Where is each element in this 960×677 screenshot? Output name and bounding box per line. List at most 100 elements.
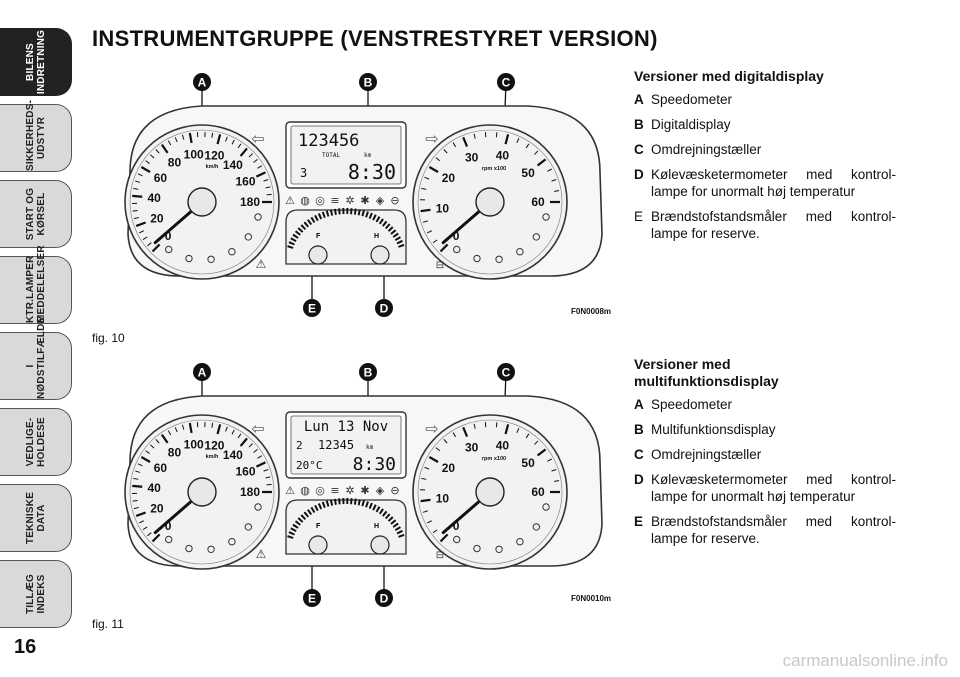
dial-tick [265,476,271,479]
door-icon: ⊟ [436,550,444,561]
watermark: carmanualsonline.info [782,651,948,670]
warning-lamp-icon: ✱ [360,484,369,497]
outside-temp-value: 20°C [296,459,323,472]
fuel-gauge-label: F [316,523,321,530]
warning-lamp-icon: ◎ [315,484,325,497]
date-value: Lun 13 Nov [304,419,388,435]
dial-ring [129,129,275,275]
warning-lamp-icon: ✱ [360,194,369,207]
dial-tick [422,510,428,513]
dial-tick [534,150,539,155]
dial-tick [248,153,253,158]
dial-label: 40 [148,191,162,205]
door-icon: ⊟ [436,260,444,271]
hazard-icon: ⚠ [256,257,267,271]
dial-tick [211,132,214,138]
callout-e [303,299,321,317]
dial-tick [534,440,539,445]
dial-label: 120 [204,439,224,453]
warning-lamp-icon [165,535,173,544]
warning-lamp-icon [228,538,236,546]
turn-right-icon: ⇨ [425,419,438,438]
section-heading: Versioner med digitaldisplay [634,68,824,84]
warning-lamp-icon [453,535,461,544]
warning-lamp-icon: ✲ [345,194,354,207]
warning-lamp-icon: ◈ [376,484,385,497]
dial-tick [266,193,272,196]
dial-tick [516,138,520,144]
tab-start-og-korsel[interactable]: START OG KØRSEL [0,180,72,248]
dial-tick [237,433,242,439]
dial-tick [132,484,143,488]
callout-b-label: B [364,76,373,90]
dial-tick [439,533,449,543]
dial-tick [133,477,139,480]
dial-tick [174,137,178,143]
warning-lamp-icon [228,248,236,256]
tab-ktr-lamper[interactable]: KTR.LAMPER MEDDELELSER [0,245,72,324]
turn-left-icon: ⇦ [251,129,264,148]
dial-label: 50 [521,166,535,180]
dial-tick [188,422,193,434]
dial-tick [140,166,151,173]
tab-sikkerhedsudstyr[interactable]: SIKKERHEDS- UDSTYR [0,100,72,172]
dial-tick [504,134,510,145]
tab-tekniske-data[interactable]: TEKNISKE DATA [0,484,72,552]
callout-e-label: E [308,302,316,316]
warning-lamp-icon: ≡ [330,484,339,497]
dial-label: 20 [442,171,456,185]
dial-tick [133,216,139,220]
dial-tick [443,149,448,154]
dial-tick [135,180,141,183]
dial-tick [132,499,138,502]
dial-tick [462,426,469,437]
dial-tick [424,466,430,470]
callout-b [359,73,377,91]
tab-tillaeg-indeks[interactable]: TILLÆG INDEKS [0,560,72,628]
dial-tick [428,166,439,173]
callout-d-label: D [380,302,389,316]
dial-tick [473,423,476,429]
page-title: INSTRUMENTGRUPPE (VENSTRESTYRET VERSION) [92,26,658,51]
dial-tick [428,456,439,463]
dial-tick [443,439,448,444]
dial-tick [135,511,146,517]
dial-label: 40 [496,439,510,453]
dial-tick [140,456,151,463]
dial-tick [255,171,266,178]
dial-tick [239,147,248,157]
warning-lamp-icon [244,233,253,241]
dial-tick [525,143,530,149]
dial-tick [142,236,148,241]
dial-tick [426,230,432,234]
tab-bilens-indretning[interactable]: BILENS INDRETNING [0,28,72,96]
warning-lamp-icon [453,245,461,254]
figure-caption: fig. 10 [92,331,125,345]
warning-lamp-icon [516,248,524,256]
dial-tick [239,437,248,447]
dial-ring [129,419,275,565]
dial-tick [231,429,235,435]
dial-tick [424,176,430,180]
dial-tick [263,469,269,472]
hazard-icon: ⚠ [256,547,267,561]
callout-e [303,589,321,607]
tab-nodstilfaelde[interactable]: I NØDSTILFÆLDE [0,317,72,400]
callout-c-label: C [502,76,511,90]
dial-tick [138,230,144,234]
warning-lamp-icon: ◍ [300,484,310,497]
callout-b-label: B [364,366,373,380]
turn-left-icon: ⇦ [251,419,264,438]
dial-label: 60 [154,461,168,475]
dial-tick [473,133,476,139]
dial-tick [257,455,263,459]
dial-hub [475,187,505,217]
warning-lamp-icon: ≡ [330,194,339,207]
tab-vedligeholdese[interactable]: VEDLIGE- HOLDESE [0,408,72,476]
